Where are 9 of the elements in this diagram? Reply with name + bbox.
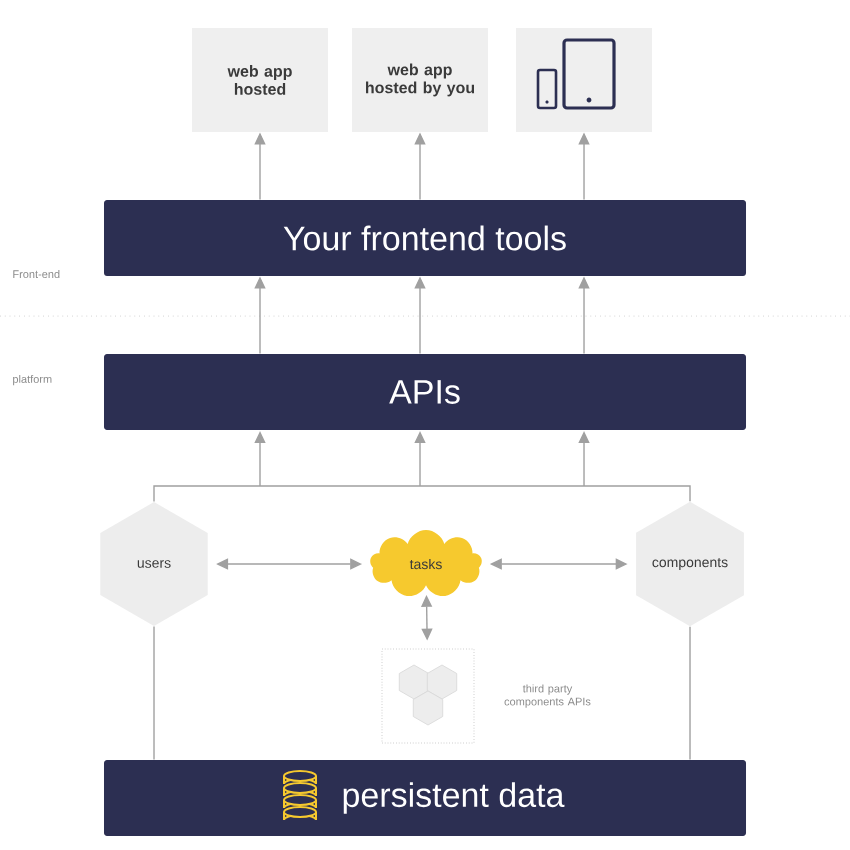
layer-bar: persistent data	[104, 760, 746, 836]
layer-bar: APIs	[104, 354, 746, 430]
app-box: web app hosted	[192, 28, 328, 132]
connector	[153, 625, 155, 761]
dotted-box	[381, 648, 475, 744]
devices-box	[516, 28, 652, 132]
layer-bar: Your frontend tools	[104, 200, 746, 276]
app-box: web app hosted by you	[352, 28, 488, 132]
connector	[689, 626, 691, 761]
